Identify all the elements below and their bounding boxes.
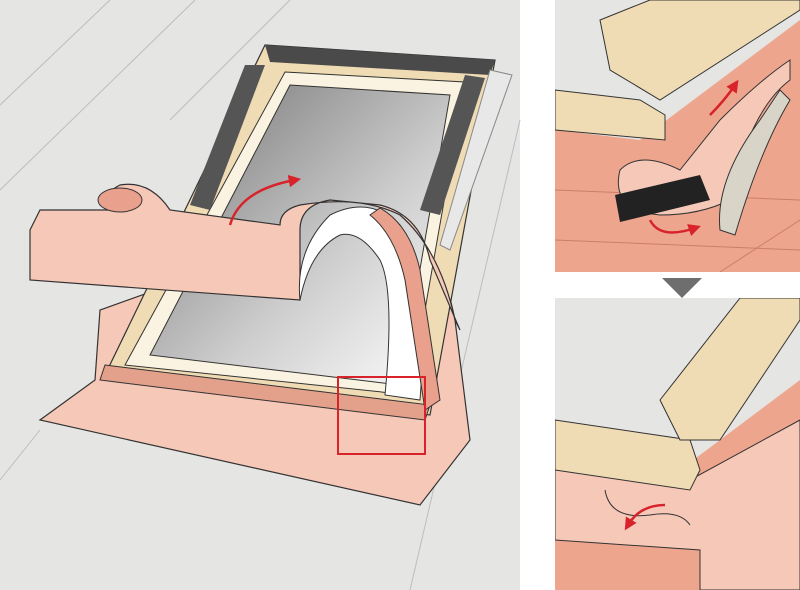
detail-step-2-panel xyxy=(555,298,800,590)
curved-arrow-icon xyxy=(648,219,701,236)
right-cladding xyxy=(420,75,485,215)
flashing-wrapped xyxy=(555,419,800,590)
frame-side xyxy=(599,0,800,101)
flashing-flap xyxy=(29,183,461,331)
curved-arrow-icon xyxy=(228,174,302,226)
side-strip xyxy=(439,69,513,251)
curved-arrow-icon xyxy=(624,503,666,531)
frame-profile xyxy=(555,89,666,141)
curved-arrow-icon xyxy=(709,79,739,116)
detail-step-1-panel xyxy=(555,0,800,272)
underlay-strip xyxy=(719,89,791,236)
top-cladding xyxy=(265,45,495,75)
flashing-opening xyxy=(298,206,423,401)
roof-lines xyxy=(0,0,521,590)
frame-side xyxy=(659,298,800,441)
detail-highlight-box xyxy=(337,376,426,455)
triangle-down-icon xyxy=(662,278,702,298)
main-illustration-panel xyxy=(0,0,521,590)
frame-profile xyxy=(555,419,701,491)
left-cladding xyxy=(190,65,265,210)
flashing-strip xyxy=(617,59,791,216)
flashing-roll-end xyxy=(97,187,143,213)
foam-gasket xyxy=(615,175,710,222)
flashing-fold xyxy=(604,489,691,526)
